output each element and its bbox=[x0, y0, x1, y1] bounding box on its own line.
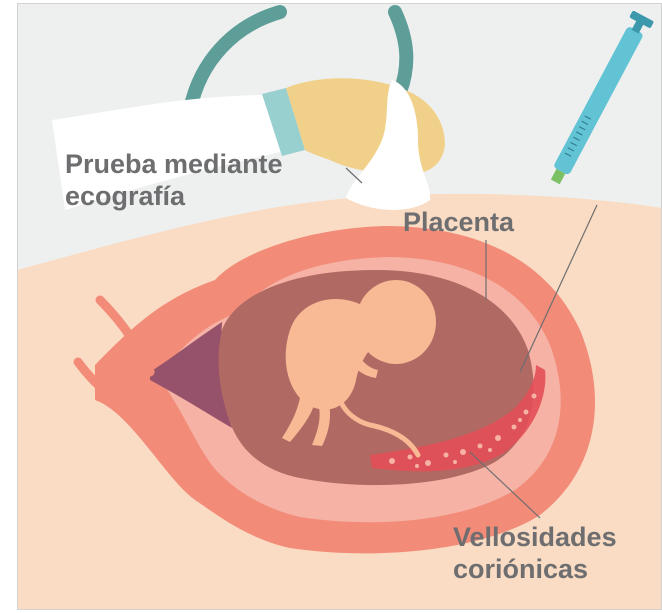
chorionic-villi-label: Vellosidades coriónicas bbox=[453, 521, 617, 585]
ultrasound-label-line2: ecografía bbox=[65, 180, 283, 212]
chorionic-villi-label-line2: coriónicas bbox=[453, 553, 617, 585]
ultrasound-label-line1: Prueba mediante bbox=[65, 148, 283, 180]
chorionic-villi-label-line1: Vellosidades bbox=[453, 521, 617, 553]
placenta-label-text: Placenta bbox=[403, 206, 514, 238]
ultrasound-label: Prueba mediante ecografía bbox=[65, 148, 283, 212]
placenta-label: Placenta bbox=[403, 206, 514, 238]
